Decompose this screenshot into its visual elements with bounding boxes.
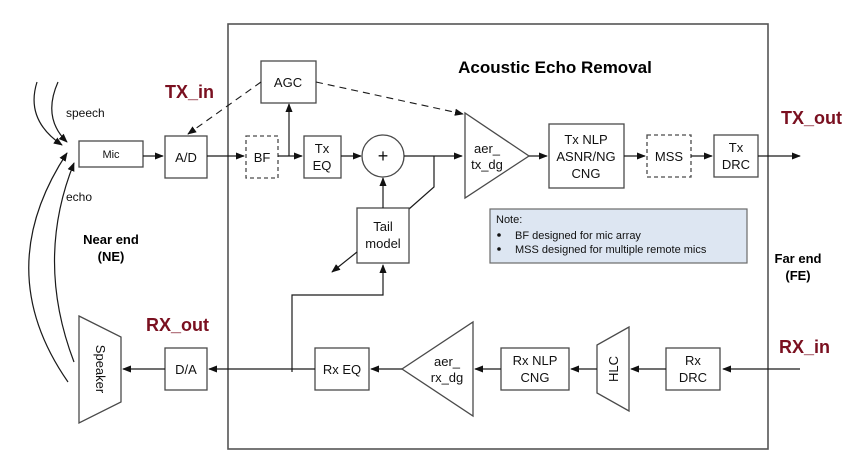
aer-rx-label-1: aer_: [434, 354, 461, 369]
mic-label: Mic: [102, 149, 120, 161]
rx-eq-block: [314, 347, 370, 391]
hlc-block: [596, 325, 630, 413]
tx-eq-label-2: EQ: [313, 158, 332, 173]
rx-in-label: RX_in: [779, 337, 830, 357]
rx-nlp-label-2: CNG: [521, 370, 550, 385]
echo-path-inner: [53, 162, 75, 363]
mss-block: [646, 134, 692, 178]
tail-label-1: Tail: [373, 219, 393, 234]
rx-eq-label: Rx EQ: [323, 362, 361, 377]
mss-label: MSS: [655, 149, 684, 164]
tx-nlp-label-1: Tx NLP: [564, 132, 607, 147]
speech-label: speech: [66, 106, 105, 120]
tx-nlp-block: [548, 123, 625, 189]
echo-label: echo: [66, 190, 92, 204]
aer-rx-dg-amplifier: [400, 320, 474, 418]
mic-block: [78, 140, 144, 168]
bf-block: [245, 135, 279, 179]
da-block: [164, 347, 208, 391]
rx-nlp-block: [500, 347, 570, 391]
rx-out-label: RX_out: [146, 315, 209, 335]
da-label: D/A: [175, 362, 197, 377]
rx-drc-block: [665, 347, 721, 391]
aer-frame: [227, 23, 769, 450]
note-item: BF designed for mic array: [515, 230, 641, 242]
note-bullet: [497, 247, 501, 251]
note-heading: Note:: [496, 214, 522, 226]
sum-out-tap-to-tail: [408, 156, 435, 210]
speaker-label: Speaker: [93, 345, 108, 394]
echo-path-outer: [28, 152, 69, 383]
hlc-label: HLC: [606, 356, 621, 382]
aer-tx-label-1: aer_: [474, 141, 501, 156]
agc-to-aer-tx-control: [315, 81, 464, 116]
diagram-title: Acoustic Echo Removal: [458, 58, 652, 77]
agc-to-ad-control: [187, 81, 262, 135]
bf-label: BF: [254, 150, 271, 165]
speech-path-inner: [51, 81, 68, 143]
tx-eq-label-1: Tx: [315, 141, 330, 156]
tx-drc-label-1: Tx: [729, 140, 744, 155]
tail-adapt-arrow: [331, 251, 358, 273]
far-end-label: Far end: [775, 251, 822, 266]
tx-drc-block: [713, 134, 759, 178]
tx-in-label: TX_in: [165, 82, 214, 102]
tail-label-2: model: [365, 236, 401, 251]
ad-label: A/D: [175, 150, 197, 165]
tx-out-label: TX_out: [781, 108, 842, 128]
speaker-block: [78, 314, 122, 425]
speech-path-outer: [33, 81, 63, 146]
ad-block: [164, 135, 208, 179]
agc-block: [260, 60, 317, 104]
rx-nlp-label-1: Rx NLP: [513, 353, 558, 368]
near-end-abbr: (NE): [98, 249, 125, 264]
tx-eq-block: [303, 135, 342, 179]
rx-drc-label-2: DRC: [679, 370, 707, 385]
aer-tx-dg-amplifier: [464, 111, 531, 200]
note-item: MSS designed for multiple remote mics: [515, 244, 707, 256]
sum-symbol: +: [378, 146, 389, 166]
note-bullet: [497, 233, 501, 237]
tail-model-block: [356, 207, 410, 264]
near-end-label: Near end: [83, 232, 139, 247]
tx-nlp-label-2: ASNR/NG: [556, 149, 615, 164]
far-end-abbr: (FE): [785, 268, 810, 283]
rx-ref-to-tail-arrow: [291, 264, 387, 372]
rx-drc-label-1: Rx: [685, 353, 701, 368]
aer-tx-label-2: tx_dg: [471, 157, 503, 172]
tx-drc-label-2: DRC: [722, 157, 750, 172]
agc-label: AGC: [274, 75, 302, 90]
note-box: [489, 208, 748, 264]
aer-rx-label-2: rx_dg: [431, 370, 464, 385]
tx-nlp-label-3: CNG: [572, 166, 601, 181]
